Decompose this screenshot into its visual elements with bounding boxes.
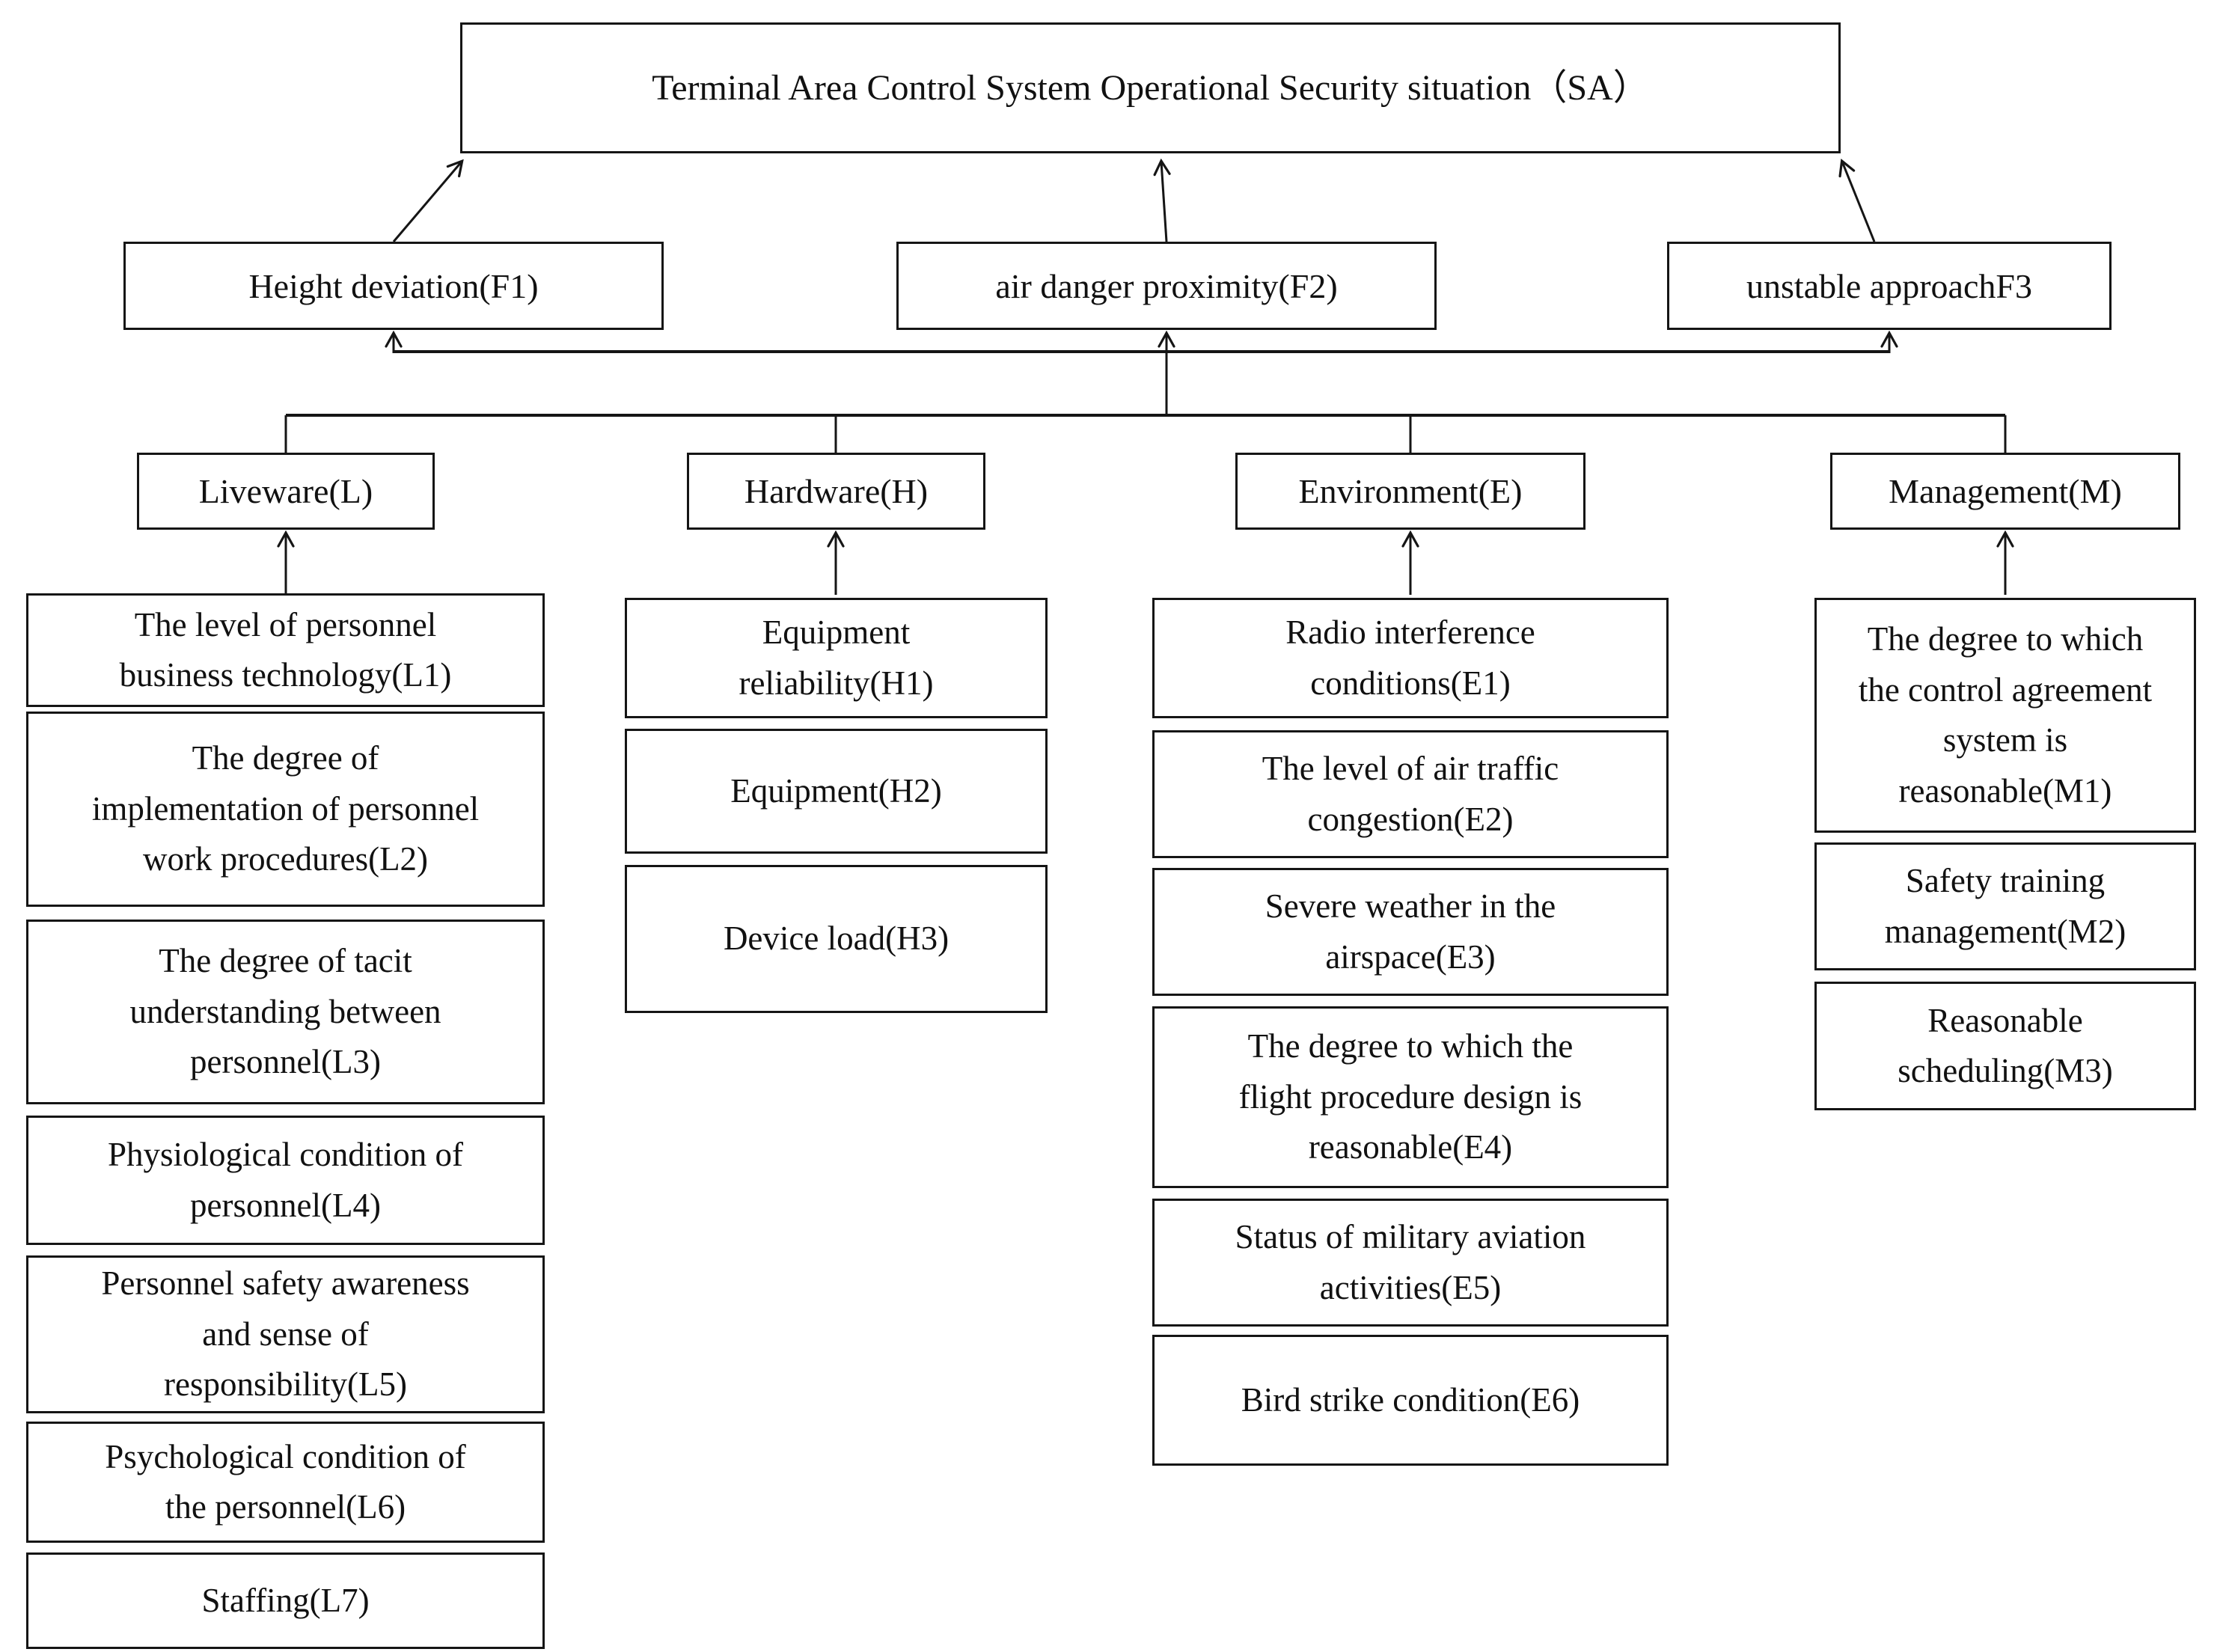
node-e1: Radio interference conditions(E1) [1152,598,1669,718]
node-e2: The level of air traffic congestion(E2) [1152,730,1669,858]
node-l4: Physiological condition of personnel(L4) [26,1116,545,1245]
node-h2: Equipment(H2) [625,729,1048,854]
node-e5: Status of military aviation activities(E… [1152,1199,1669,1327]
connector-f1-to-sa [392,162,462,242]
node-m1: The degree to which the control agreemen… [1814,598,2196,833]
connector-f3-to-sa [1842,162,1876,242]
node-f3: unstable approachF3 [1667,242,2112,330]
node-l7: Staffing(L7) [26,1552,545,1649]
node-l2: The degree of implementation of personne… [26,712,545,907]
node-e6: Bird strike condition(E6) [1152,1335,1669,1466]
node-liveware: Liveware(L) [137,453,435,530]
node-l3: The degree of tacit understanding betwee… [26,920,545,1104]
node-f2: air danger proximity(F2) [896,242,1437,330]
node-h3: Device load(H3) [625,865,1048,1013]
node-environment: Environment(E) [1235,453,1586,530]
node-management: Management(M) [1830,453,2180,530]
node-l6: Psychological condition of the personnel… [26,1422,545,1543]
node-e3: Severe weather in the airspace(E3) [1152,868,1669,996]
node-sa: Terminal Area Control System Operational… [460,22,1841,153]
node-l5: Personnel safety awareness and sense of … [26,1255,545,1413]
node-l1: The level of personnel business technolo… [26,593,545,707]
node-hardware: Hardware(H) [687,453,985,530]
node-e4: The degree to which the flight procedure… [1152,1006,1669,1188]
node-f1: Height deviation(F1) [123,242,664,330]
connector-f2-to-sa [1161,162,1166,242]
node-h1: Equipment reliability(H1) [625,598,1048,718]
node-m2: Safety training management(M2) [1814,842,2196,970]
node-m3: Reasonable scheduling(M3) [1814,982,2196,1110]
